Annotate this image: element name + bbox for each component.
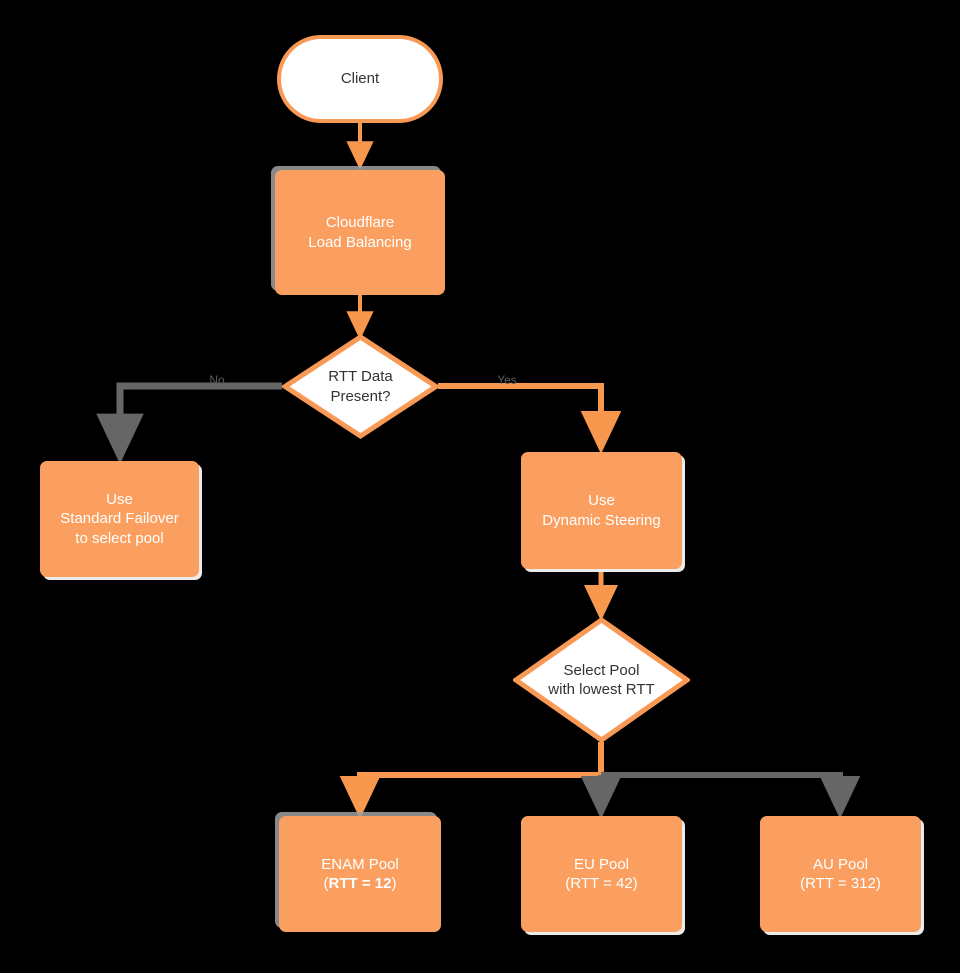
node-select-pool-lowest-rtt-label: Select Pool with lowest RTT	[513, 617, 690, 743]
node-select-pool-lowest-rtt[interactable]: Select Pool with lowest RTT	[513, 617, 690, 743]
failover-line-1: Use	[106, 491, 133, 509]
lb-line-1: Cloudflare	[325, 214, 395, 232]
node-client[interactable]: Client	[277, 35, 443, 123]
edge-label-yes: Yes	[497, 373, 517, 387]
edge-select-to-enam	[339, 742, 604, 820]
enam-line-1: ENAM Pool	[321, 855, 399, 873]
select-pool-line-2: with lowest RTT	[548, 681, 655, 698]
edge-label-no: No	[209, 373, 225, 387]
select-pool-diamond-shape	[513, 617, 690, 743]
node-dynamic-steering[interactable]: Use Dynamic Steering	[521, 452, 682, 569]
lb-line-2: Load Balancing	[308, 233, 412, 251]
node-dynamic-steering-label: Use Dynamic Steering	[542, 491, 660, 529]
node-client-label: Client	[340, 70, 380, 88]
eu-line-2: (RTT = 42)	[565, 875, 638, 892]
node-cloudflare-load-balancing[interactable]: Cloudflare Load Balancing	[275, 170, 445, 295]
node-standard-failover[interactable]: Use Standard Failover to select pool	[40, 461, 199, 577]
edge-rtt-yes-to-dynamic	[438, 383, 622, 455]
node-cloudflare-load-balancing-label: Cloudflare Load Balancing	[308, 213, 411, 251]
node-eu-pool[interactable]: EU Pool (RTT = 42)	[521, 816, 682, 932]
enam-rtt-line: (RTT = 12)	[321, 874, 399, 893]
dynamic-line-1: Use	[588, 492, 615, 510]
edge-rtt-no-to-failover	[96, 382, 282, 465]
enam-paren-open: (	[323, 875, 329, 892]
node-enam-pool-label: ENAM Pool (RTT = 12)	[321, 855, 399, 893]
node-eu-pool-label: EU Pool (RTT = 42)	[565, 855, 637, 893]
eu-line-1: EU Pool	[573, 855, 629, 873]
node-au-pool-label: AU Pool (RTT = 312)	[800, 855, 881, 893]
rtt-decision-line-2: Present?	[330, 387, 391, 405]
au-line-1: AU Pool	[812, 855, 868, 873]
dynamic-line-2: Dynamic Steering	[542, 511, 661, 529]
failover-line-3: to select pool	[75, 529, 164, 547]
failover-line-2: Standard Failover	[60, 510, 179, 528]
au-line-2: (RTT = 312)	[800, 875, 881, 892]
node-au-pool[interactable]: AU Pool (RTT = 312)	[760, 816, 921, 932]
enam-paren-close: )	[391, 875, 397, 892]
node-rtt-data-present[interactable]: RTT Data Present?	[282, 334, 439, 439]
enam-rtt-value: RTT = 12	[328, 875, 392, 892]
node-standard-failover-label: Use Standard Failover to select pool	[60, 490, 178, 548]
node-rtt-data-present-label: RTT Data Present?	[282, 334, 439, 439]
select-pool-line-1: Select Pool	[563, 661, 640, 679]
edge-select-to-au	[601, 772, 861, 820]
rtt-decision-line-1: RTT Data	[328, 368, 393, 385]
node-enam-pool[interactable]: ENAM Pool (RTT = 12)	[279, 816, 441, 932]
rtt-diamond-shape	[282, 334, 439, 439]
